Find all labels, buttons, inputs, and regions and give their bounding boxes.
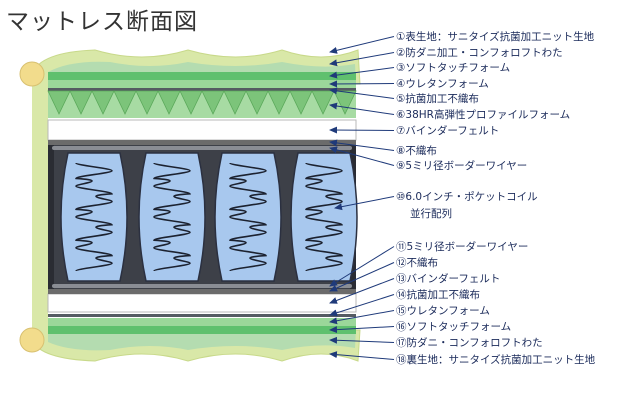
bottom-border-wire bbox=[52, 284, 352, 288]
leader-arrow bbox=[329, 87, 395, 99]
pocket-coil bbox=[290, 152, 358, 282]
coil-border-left bbox=[48, 145, 54, 289]
leader-arrow bbox=[329, 310, 395, 325]
leader-arrow bbox=[329, 278, 395, 304]
leader-arrow bbox=[329, 139, 395, 151]
pocket-coil bbox=[138, 152, 206, 282]
profile-tooth bbox=[289, 90, 313, 115]
layer-label: ⑪5ミリ径ボーダーワイヤー bbox=[396, 240, 528, 253]
profile-foam-teeth bbox=[47, 90, 357, 115]
coil-spring bbox=[75, 162, 113, 272]
layer-label: ⑱裏生地：サニタイズ抗菌加工ニット生地 bbox=[396, 353, 596, 366]
leader-arrow bbox=[329, 351, 395, 360]
profile-tooth bbox=[267, 90, 291, 115]
layer-label: ⑤抗菌加工不織布 bbox=[396, 92, 479, 105]
profile-tooth bbox=[201, 90, 225, 115]
leader-arrow bbox=[329, 80, 395, 88]
leader-arrow bbox=[329, 336, 395, 344]
leader-arrow bbox=[329, 126, 395, 134]
profile-tooth bbox=[135, 90, 159, 115]
layer-label: ②防ダニ加工・コンフォロフトわた bbox=[396, 46, 563, 59]
layer-label: ④ウレタンフォーム bbox=[396, 78, 489, 90]
leader-arrow bbox=[329, 52, 395, 67]
profile-tooth bbox=[223, 90, 247, 115]
bottom-binder-felt bbox=[47, 293, 357, 313]
coil-spring bbox=[305, 162, 343, 272]
leader-arrow bbox=[329, 246, 395, 287]
bottom-antibacterial-nonwoven bbox=[48, 314, 356, 317]
profile-tooth bbox=[245, 90, 269, 115]
layer-label: ⑫不織布 bbox=[396, 256, 438, 269]
layer-label: ⑦バインダーフェルト bbox=[396, 124, 499, 137]
layer-label: ①表生地：サニタイズ抗菌加工ニット生地 bbox=[396, 30, 595, 43]
leader-arrow bbox=[334, 196, 395, 211]
leader-arrow bbox=[329, 36, 395, 54]
profile-tooth bbox=[47, 90, 71, 115]
profile-tooth bbox=[91, 90, 115, 115]
pocket-coil bbox=[214, 152, 282, 282]
profile-tooth bbox=[179, 90, 203, 115]
layer-label-line2: 並行配列 bbox=[410, 207, 452, 220]
coil-spring bbox=[229, 162, 267, 272]
leader-arrow bbox=[329, 67, 395, 79]
leader-arrow bbox=[329, 262, 395, 292]
layer-label: ⑨5ミリ径ボーダーワイヤー bbox=[396, 159, 527, 172]
top-antibacterial-nonwoven bbox=[48, 88, 356, 91]
diagram-title: マットレス断面図 bbox=[6, 9, 198, 35]
side-fabric bbox=[32, 74, 48, 340]
profile-tooth bbox=[311, 90, 335, 115]
leader-arrow bbox=[329, 294, 395, 317]
layer-label: ⑯ソフトタッチフォーム bbox=[396, 321, 511, 333]
profile-tooth bbox=[157, 90, 181, 115]
layer-label: ⑰防ダニ・コンフォロフトわた bbox=[396, 336, 543, 349]
coil-spring bbox=[153, 162, 191, 272]
pocket-coil bbox=[60, 152, 128, 282]
leader-arrow bbox=[329, 326, 395, 334]
top-urethane-foam bbox=[48, 80, 356, 88]
bottom-nonwoven bbox=[48, 289, 356, 294]
top-nonwoven bbox=[48, 140, 356, 145]
layer-label: ⑧不織布 bbox=[396, 144, 437, 157]
pocket-coils bbox=[60, 152, 358, 282]
layer-label: ⑮ウレタンフォーム bbox=[396, 305, 490, 317]
bottom-soft-touch-foam bbox=[48, 326, 356, 334]
profile-tooth bbox=[69, 90, 93, 115]
layer-label: ⑭抗菌加工不織布 bbox=[396, 288, 480, 301]
top-piping-bead bbox=[19, 61, 45, 87]
layer-label: ③ソフトタッチフォーム bbox=[396, 62, 510, 74]
top-soft-touch-foam bbox=[48, 72, 356, 80]
leader-arrow bbox=[329, 146, 395, 166]
layer-label: ⑥38HR高弾性プロファイルフォーム bbox=[396, 108, 570, 121]
leader-arrow bbox=[329, 102, 395, 115]
profile-tooth bbox=[113, 90, 137, 115]
top-binder-felt bbox=[47, 119, 357, 141]
top-border-wire bbox=[52, 146, 352, 150]
layer-label: ⑬バインダーフェルト bbox=[396, 272, 500, 285]
bottom-piping-bead bbox=[19, 327, 45, 353]
bottom-urethane-foam bbox=[48, 318, 356, 326]
layer-labels: ①表生地：サニタイズ抗菌加工ニット生地 ②防ダニ加工・コンフォロフトわた ③ソフトタ… bbox=[329, 30, 596, 366]
profile-tooth bbox=[333, 90, 357, 115]
layer-label: ⑩6.0インチ・ポケットコイル bbox=[396, 191, 538, 203]
